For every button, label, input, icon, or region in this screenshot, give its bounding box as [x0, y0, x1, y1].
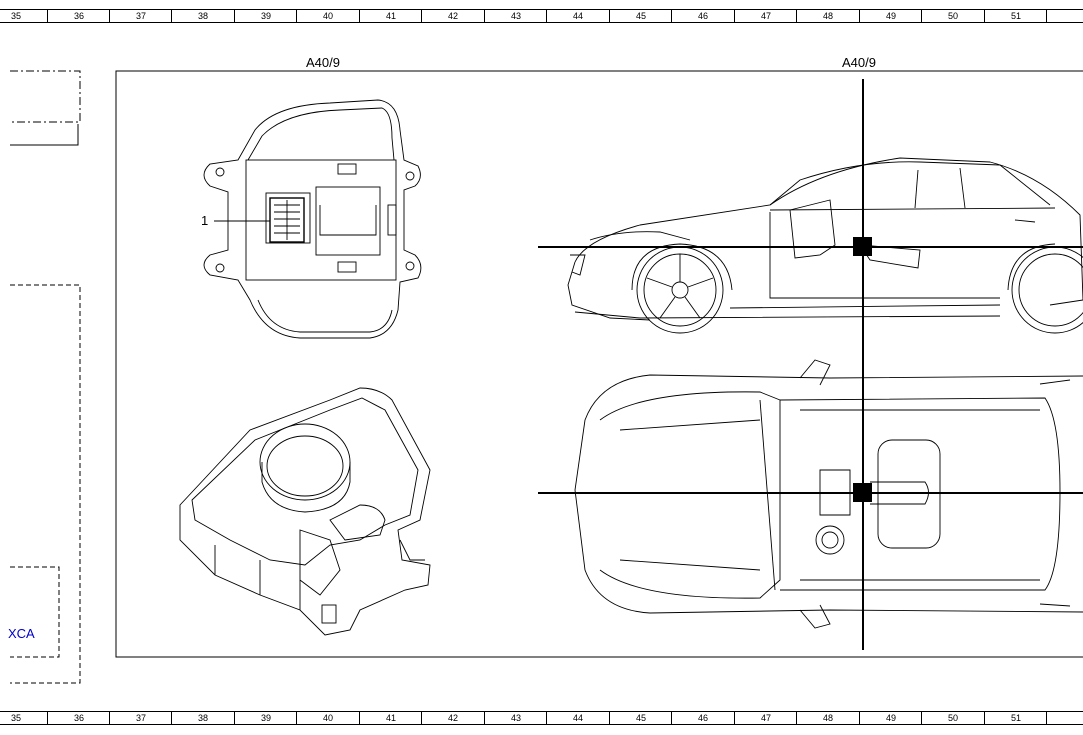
- ruler-cell: 50: [921, 10, 984, 22]
- ruler-cell: 49: [859, 712, 922, 724]
- locator-marker-top: [853, 483, 872, 502]
- ruler-cell: 36: [47, 10, 110, 22]
- car-side-view: [567, 157, 1083, 334]
- ruler-cell: 41: [359, 10, 422, 22]
- ruler-cell: 44: [546, 712, 609, 724]
- ruler-cell: 40: [296, 712, 359, 724]
- figure-frame: [115, 70, 1083, 658]
- ruler-cell: 40: [296, 10, 359, 22]
- locator-marker-side: [853, 237, 872, 256]
- ruler-cell: 44: [546, 10, 609, 22]
- ruler-cell: 43: [484, 10, 547, 22]
- ruler-cell: 47: [734, 10, 797, 22]
- ruler-cell: 38: [171, 10, 234, 22]
- ruler-cell: 35: [0, 10, 33, 22]
- ruler-cell: 45: [609, 712, 672, 724]
- ruler-cell: 51: [984, 10, 1047, 22]
- ruler-cell: 37: [109, 10, 172, 22]
- left-dashed-boxes: [10, 70, 81, 684]
- locator-crosshairs: [538, 79, 1083, 650]
- xca-link[interactable]: XCA: [8, 626, 35, 641]
- ruler-cell: 42: [421, 712, 484, 724]
- ruler-cell: [1046, 10, 1083, 22]
- ruler-cell: 38: [171, 712, 234, 724]
- ruler-cell: 48: [796, 10, 859, 22]
- ruler-cell: 48: [796, 712, 859, 724]
- ruler-cell: 37: [109, 712, 172, 724]
- ruler-cell: 50: [921, 712, 984, 724]
- ruler-cell: 41: [359, 712, 422, 724]
- ruler-cell: 47: [734, 712, 797, 724]
- ruler-cell: 45: [609, 10, 672, 22]
- ruler-cell: 39: [234, 10, 297, 22]
- top-ruler: 35 36 37 38 39 40 41 42 43 44 45 46 47 4…: [0, 9, 1083, 23]
- component-top-view: [203, 99, 422, 339]
- ruler-cell: 36: [47, 712, 110, 724]
- component-iso-view: [179, 387, 431, 636]
- ruler-cell: 51: [984, 712, 1047, 724]
- callout-number: 1: [201, 213, 209, 228]
- ruler-cell: 35: [0, 712, 33, 724]
- ruler-cell: 49: [859, 10, 922, 22]
- ruler-cell: [1046, 712, 1083, 724]
- ruler-cell: 39: [234, 712, 297, 724]
- ruler-cell: 43: [484, 712, 547, 724]
- ruler-cell: 42: [421, 10, 484, 22]
- figure-label-right: A40/9: [842, 55, 876, 70]
- ruler-cell: 46: [671, 10, 734, 22]
- bottom-ruler: 35 36 37 38 39 40 41 42 43 44 45 46 47 4…: [0, 711, 1083, 725]
- ruler-cell: 46: [671, 712, 734, 724]
- figure-label-left: A40/9: [306, 55, 340, 70]
